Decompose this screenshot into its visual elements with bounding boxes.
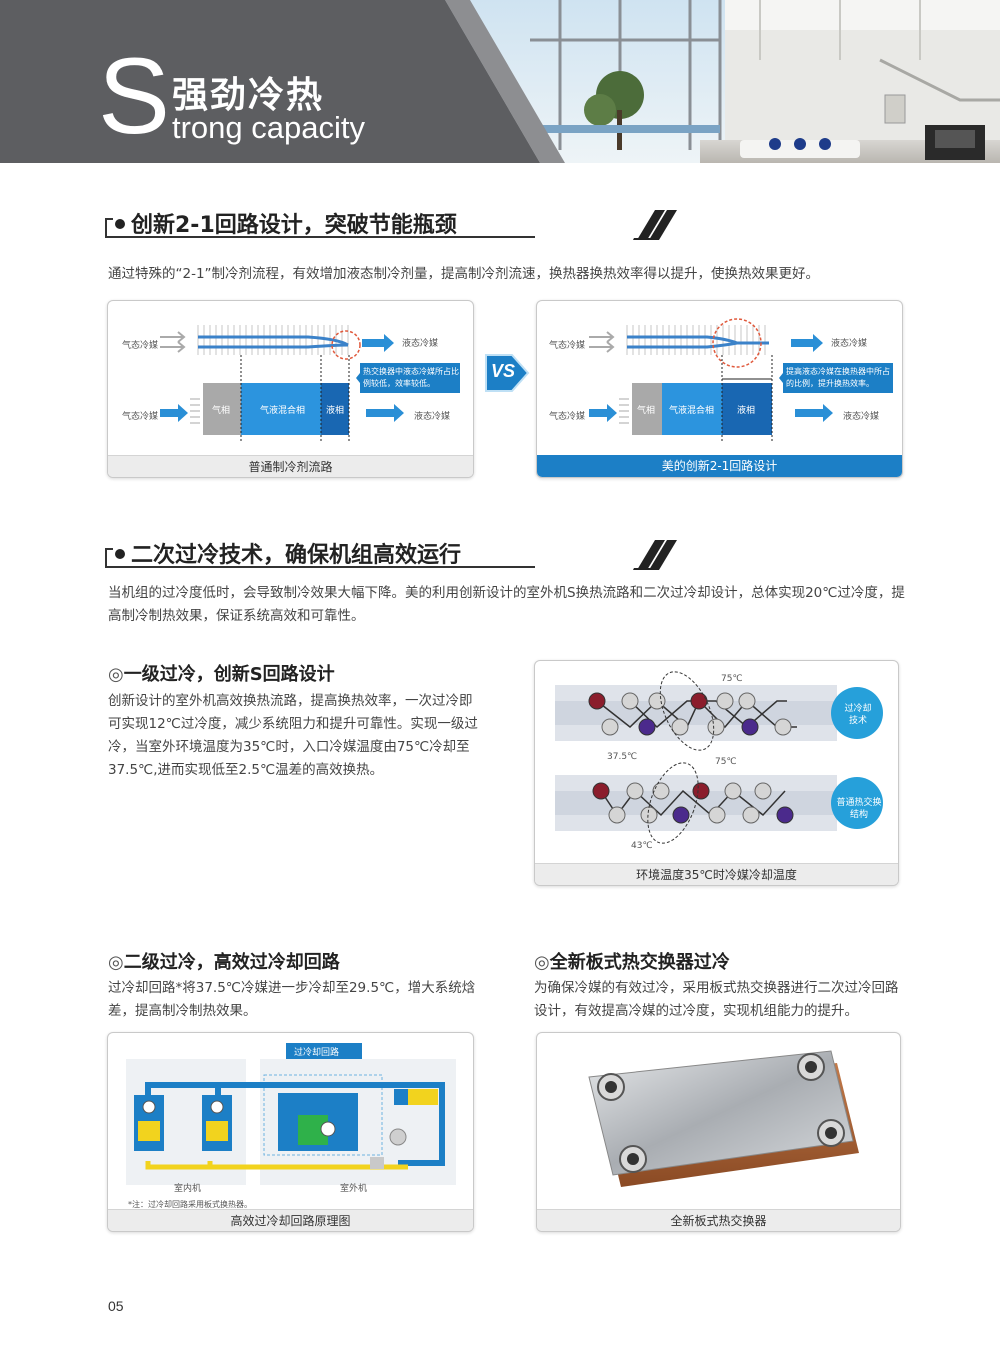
vs-label: VS <box>490 361 515 381</box>
sub3-title: 全新板式热交换器过冷 <box>549 952 730 973</box>
sub3-description: 为确保冷媒的有效过冷，采用板式热交换器进行二次过冷回路设计，有效提高冷媒的过冷度… <box>534 980 899 1019</box>
zone-gas-label: 气相 <box>637 406 656 416</box>
zone-mix-label: 气液混合相 <box>260 406 306 416</box>
section2-title: 二次过冷技术，确保机组高效运行 <box>131 543 462 568</box>
sub2-title: 二级过冷，高效过冷却回路 <box>123 952 340 973</box>
sub2-heading: ◎二级过冷，高效过冷却回路 <box>108 948 340 974</box>
bullet-dot-icon <box>115 549 125 559</box>
banner-title-en: trong capacity <box>172 110 365 145</box>
sub1-heading: ◎一级过冷，创新S回路设计 <box>108 660 335 686</box>
heading-bracket <box>105 218 113 236</box>
heading-underline <box>105 566 535 568</box>
heading-bracket <box>105 548 113 566</box>
liquid-out-bottom-label: 液态冷媒 <box>414 412 451 422</box>
liquid-out-top-label: 液态冷媒 <box>402 339 439 349</box>
gas-in-bottom-label: 气态冷媒 <box>549 412 586 422</box>
diagram-s-circuit: 75℃ 37.5℃ 过冷却技术 75℃ 43℃ 普通热交换结构 环境温度35℃时… <box>534 660 899 886</box>
ring-bullet-icon: ◎ <box>534 952 550 973</box>
bottom-temp-high: 75℃ <box>715 757 737 767</box>
zone-gas-label: 气相 <box>212 406 231 416</box>
zone-mix-label: 气液混合相 <box>669 406 715 416</box>
header-banner: S 强劲冷热 trong capacity <box>0 0 1000 163</box>
indoor-unit-label: 室内机 <box>174 1184 202 1194</box>
bottom-temp-low: 43℃ <box>631 841 653 851</box>
diagram-subcooling-loop: 过冷却回路 室内机 室外机 *注：过冷却回路采用板式换热器。 高效过冷却回路原理… <box>107 1032 474 1232</box>
ring-bullet-icon: ◎ <box>108 952 124 973</box>
loop-label: 过冷却回路 <box>294 1048 340 1058</box>
zone-liquid-label: 液相 <box>737 406 756 416</box>
heading-underline <box>105 236 535 238</box>
liquid-out-bottom-label: 液态冷媒 <box>843 412 880 422</box>
s-circuit-caption: 环境温度35℃时冷媒冷却温度 <box>535 863 898 885</box>
sub3-heading: ◎全新板式热交换器过冷 <box>534 948 730 974</box>
vs-arrow-icon <box>485 354 530 392</box>
diagram-plate-exchanger: 全新板式热交换器 <box>536 1032 901 1232</box>
diagram-innovative-flow: 气态冷媒 液态冷媒 气态冷媒 液态冷媒 气相 气液混合相 液相 提高液态冷媒在换… <box>536 300 903 478</box>
s-circuit-graphic <box>555 671 883 844</box>
banner-big-letter: S <box>98 35 171 156</box>
subcooling-loop-graphic <box>126 1043 456 1185</box>
innovative-flow-caption: 美的创新2-1回路设计 <box>537 455 902 477</box>
interior-photo <box>0 0 1000 163</box>
zone-liquid-label: 液相 <box>326 406 345 416</box>
top-temp-high: 75℃ <box>721 674 743 684</box>
page-number: 05 <box>108 1298 124 1314</box>
gas-in-bottom-label: 气态冷媒 <box>122 412 159 422</box>
section2-heading: 二次过冷技术，确保机组高效运行 <box>105 536 677 572</box>
diagram-normal-flow: 气态冷媒 液态冷媒 气态冷媒 液态冷媒 气相 气液混合相 液相 热交换器中液态冷… <box>107 300 474 478</box>
subcooling-loop-caption: 高效过冷却回路原理图 <box>108 1209 473 1231</box>
outdoor-unit-label: 室外机 <box>340 1184 368 1194</box>
section2-description: 当机组的过冷度低时，会导致制冷效果大幅下降。美的利用创新设计的室外机S换热流路和… <box>108 585 905 624</box>
innovative-flow-note: 提高液态冷媒在换热器中所占的比例，提升换热效率。 <box>786 367 890 388</box>
gas-in-top-label: 气态冷媒 <box>122 341 159 351</box>
plate-exchanger-caption: 全新板式热交换器 <box>537 1209 900 1231</box>
top-temp-low: 37.5℃ <box>607 752 638 762</box>
normal-flow-caption: 普通制冷剂流路 <box>108 455 473 477</box>
ring-bullet-icon: ◎ <box>108 664 124 685</box>
slash-mark-icon <box>633 540 677 570</box>
loop-footnote: *注：过冷却回路采用板式换热器。 <box>128 1200 252 1209</box>
sub1-description: 创新设计的室外机高效换热流路，提高换热效率，一次过冷即可实现12℃过冷度，减少系… <box>108 693 478 778</box>
innovative-flow-graphic <box>589 318 893 441</box>
banner-title-cn: 强劲冷热 <box>172 75 325 116</box>
vs-badge: VS <box>482 349 530 397</box>
liquid-out-top-label: 液态冷媒 <box>831 339 868 349</box>
top-badge-label: 过冷却技术 <box>844 704 872 726</box>
section1-heading: 创新2-1回路设计，突破节能瓶颈 <box>105 206 677 242</box>
sub2-description: 过冷却回路*将37.5℃冷媒进一步冷却至29.5℃，增大系统焓差，提高制冷制热效… <box>108 980 476 1019</box>
slash-mark-icon <box>633 210 677 240</box>
normal-flow-graphic <box>160 325 460 441</box>
sub1-title: 一级过冷，创新S回路设计 <box>123 664 335 685</box>
bullet-dot-icon <box>115 219 125 229</box>
normal-flow-note: 热交换器中液态冷媒所占比例较低，效率较低。 <box>363 367 459 388</box>
section1-title: 创新2-1回路设计，突破节能瓶颈 <box>131 213 457 238</box>
plate-heat-exchanger-photo <box>588 1050 859 1187</box>
gas-in-top-label: 气态冷媒 <box>549 341 586 351</box>
bottom-badge-label: 普通热交换结构 <box>836 798 882 820</box>
section1-description: 通过特殊的“2-1”制冷剂流程，有效增加液态制冷剂量，提高制冷剂流速，换热器换热… <box>108 266 820 282</box>
